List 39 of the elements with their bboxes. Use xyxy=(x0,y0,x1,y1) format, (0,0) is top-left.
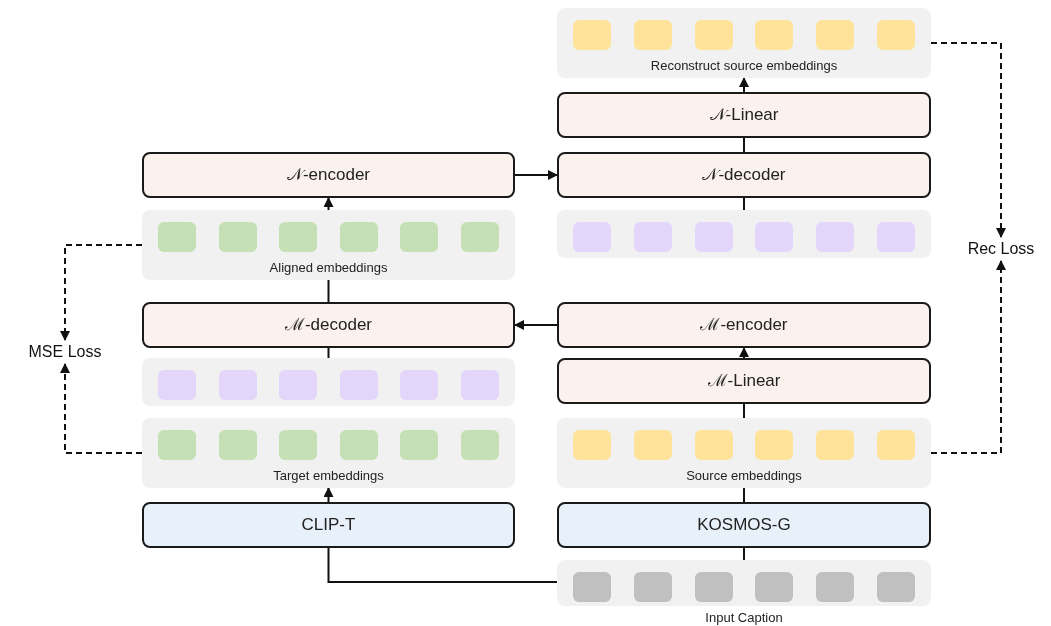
arrow xyxy=(323,197,334,211)
panel-label: Source embeddings xyxy=(686,467,802,485)
encoder-box: CLIP-T xyxy=(142,502,515,548)
module-box: ℳ-decoder xyxy=(142,302,515,348)
dashed-arrow xyxy=(60,363,143,454)
panel-label: Reconstruct source embeddings xyxy=(650,57,838,75)
module-box: 𝒩-decoder xyxy=(557,152,931,198)
connector-line xyxy=(743,547,745,561)
embedding-panel xyxy=(142,418,515,488)
connector-line xyxy=(743,487,745,503)
connector-line xyxy=(327,279,330,303)
embedding-panel xyxy=(557,8,931,78)
panel-label: Target embeddings xyxy=(273,467,384,485)
module-box: 𝒩-Linear xyxy=(557,92,931,138)
loss-label: Rec Loss xyxy=(967,239,1035,259)
connector-line xyxy=(743,197,745,211)
arrow xyxy=(739,347,749,359)
module-box: ℳ-encoder xyxy=(557,302,931,348)
connector-line xyxy=(743,403,745,419)
arrow xyxy=(514,320,558,330)
embedding-panel xyxy=(142,358,515,406)
module-box: ℳ-Linear xyxy=(557,358,931,404)
loss-label: MSE Loss xyxy=(28,342,102,362)
dashed-arrow xyxy=(930,42,1006,238)
embedding-panel xyxy=(557,418,931,488)
arrow xyxy=(739,77,749,93)
panel-label: Aligned embeddings xyxy=(269,259,388,277)
encoder-box: KOSMOS-G xyxy=(557,502,931,548)
embedding-panel xyxy=(557,210,931,258)
panel-label: Input Caption xyxy=(705,609,783,626)
dashed-arrow xyxy=(60,244,143,341)
connector-line xyxy=(327,347,330,359)
module-box: 𝒩-encoder xyxy=(142,152,515,198)
arrow xyxy=(323,487,334,503)
arrow xyxy=(514,170,558,180)
connector-line xyxy=(327,547,558,583)
connector-line xyxy=(743,137,745,153)
embedding-panel xyxy=(142,210,515,280)
dashed-arrow xyxy=(930,260,1006,454)
